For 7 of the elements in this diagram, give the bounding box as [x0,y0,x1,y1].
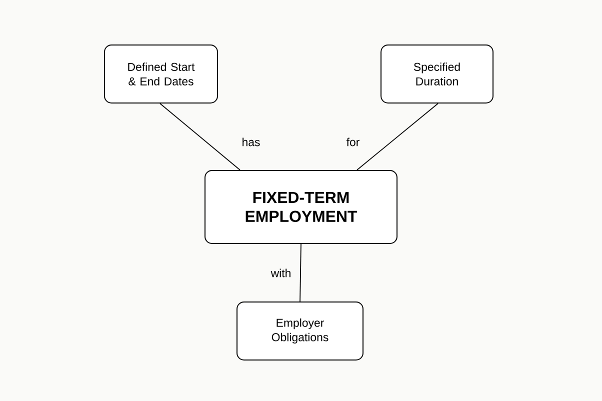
concept-box: Specified Duration [380,44,494,104]
concept-box: FIXED-TERM EMPLOYMENT [204,170,398,244]
connector-line [356,103,438,170]
concept-box: Defined Start & End Dates [104,44,218,104]
concept-box: Employer Obligations [236,302,364,360]
connector-line [160,103,240,170]
connector-line [300,244,302,302]
